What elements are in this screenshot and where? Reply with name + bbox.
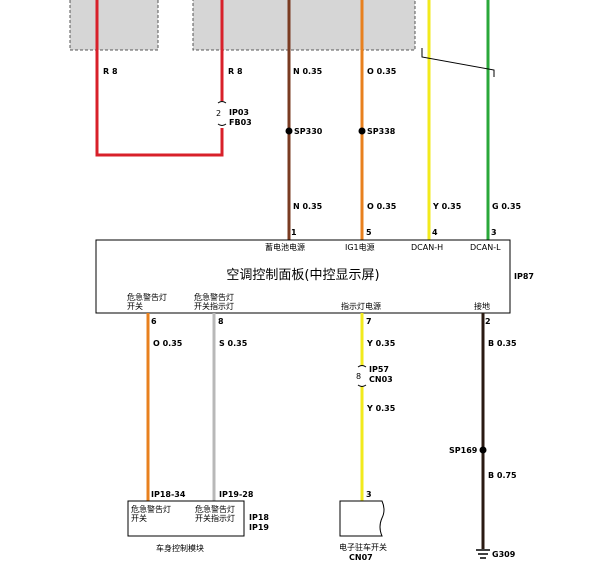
wire-label-y035-top: Y 0.35 xyxy=(432,202,462,211)
panel-pin-label-hazard-switch-1: 危急警告灯 xyxy=(127,292,167,302)
wire-label-o035-low: O 0.35 xyxy=(153,339,183,348)
splice-sp338-dot xyxy=(358,127,366,135)
ground-icon xyxy=(476,549,490,559)
twisted-pair-marker xyxy=(421,48,495,77)
parking-switch-box xyxy=(339,500,385,537)
ip03-connector-symbol xyxy=(217,101,227,126)
panel-pin-label-hazard-indicator-1: 危急警告灯 xyxy=(194,292,234,302)
body-control-module-box xyxy=(127,500,245,537)
bcm-pin-left: IP18-34 xyxy=(151,490,186,499)
pin-top-5: 5 xyxy=(366,228,372,237)
wire-label-b075-low: B 0.75 xyxy=(488,471,517,480)
bcm-label-left-2: 开关 xyxy=(131,513,147,523)
bcm-label-left-1: 危急警告灯 xyxy=(131,504,171,514)
pin-bottom-7: 7 xyxy=(366,317,372,326)
bcm-connector-ip18: IP18 xyxy=(249,513,269,522)
bcm-name: 车身控制模块 xyxy=(156,543,204,553)
wire-red-loop xyxy=(95,0,224,157)
splice-sp169-dot xyxy=(479,446,487,454)
wire-label-n035-top: N 0.35 xyxy=(293,67,323,76)
wire-label-b035-low: B 0.35 xyxy=(488,339,517,348)
panel-pin-label-dcan-l: DCAN-L xyxy=(470,243,501,252)
bcm-label-right-1: 危急警告灯 xyxy=(195,504,235,514)
upper-right-component xyxy=(192,0,416,51)
ip03-pin: 2 xyxy=(216,109,221,118)
ip57-pin: 8 xyxy=(356,372,361,381)
splice-sp330: SP330 xyxy=(294,127,323,136)
cn03-label: CN03 xyxy=(369,375,393,384)
pin-top-3: 3 xyxy=(491,228,497,237)
panel-pin-label-dcan-h: DCAN-H xyxy=(411,243,443,252)
panel-connector-ip87: IP87 xyxy=(514,272,534,281)
wire-label-r8-left: R 8 xyxy=(103,67,118,76)
ip57-connector-symbol xyxy=(357,365,367,387)
panel-pin-label-ig1: IG1电源 xyxy=(345,242,375,252)
wire-label-y035-low2: Y 0.35 xyxy=(366,404,396,413)
wire-label-s035-low: S 0.35 xyxy=(219,339,248,348)
panel-pin-label-hazard-indicator-2: 开关指示灯 xyxy=(194,301,234,311)
bcm-connector-ip19: IP19 xyxy=(249,523,269,532)
ground-g309: G309 xyxy=(492,550,516,559)
bcm-pin-right: IP19-28 xyxy=(219,490,254,499)
pin-top-4: 4 xyxy=(432,228,438,237)
pin-bottom-2: 2 xyxy=(485,317,491,326)
parking-switch-connector: CN07 xyxy=(349,553,373,562)
parking-switch-pin: 3 xyxy=(366,490,372,499)
pin-top-1: 1 xyxy=(291,228,297,237)
splice-sp338: SP338 xyxy=(367,127,396,136)
splice-sp169: SP169 xyxy=(449,446,478,455)
parking-switch-name: 电子驻车开关 xyxy=(339,542,387,552)
panel-pin-label-hazard-switch-2: 开关 xyxy=(127,301,143,311)
wire-label-r8-right: R 8 xyxy=(228,67,243,76)
fb03-label: FB03 xyxy=(229,118,252,127)
upper-left-component xyxy=(69,0,159,51)
splice-sp330-dot xyxy=(285,127,293,135)
wire-label-n035-bottom: N 0.35 xyxy=(293,202,323,211)
wire-label-g035-top: G 0.35 xyxy=(492,202,522,211)
bcm-label-right-2: 开关指示灯 xyxy=(195,513,235,523)
wire-label-o035-bottom: O 0.35 xyxy=(367,202,397,211)
wire-label-y035-low1: Y 0.35 xyxy=(366,339,396,348)
panel-title: 空调控制面板(中控显示屏) xyxy=(226,268,379,283)
pin-bottom-8: 8 xyxy=(218,317,224,326)
pin-bottom-6: 6 xyxy=(151,317,157,326)
panel-pin-label-battery: 蓄电池电源 xyxy=(265,242,305,252)
panel-pin-label-indicator-power: 指示灯电源 xyxy=(341,301,381,311)
wire-label-o035-top: O 0.35 xyxy=(367,67,397,76)
ip57-label: IP57 xyxy=(369,365,389,374)
ip03-label: IP03 xyxy=(229,108,249,117)
panel-pin-label-ground: 接地 xyxy=(474,301,490,311)
ac-control-panel-box xyxy=(95,239,511,314)
